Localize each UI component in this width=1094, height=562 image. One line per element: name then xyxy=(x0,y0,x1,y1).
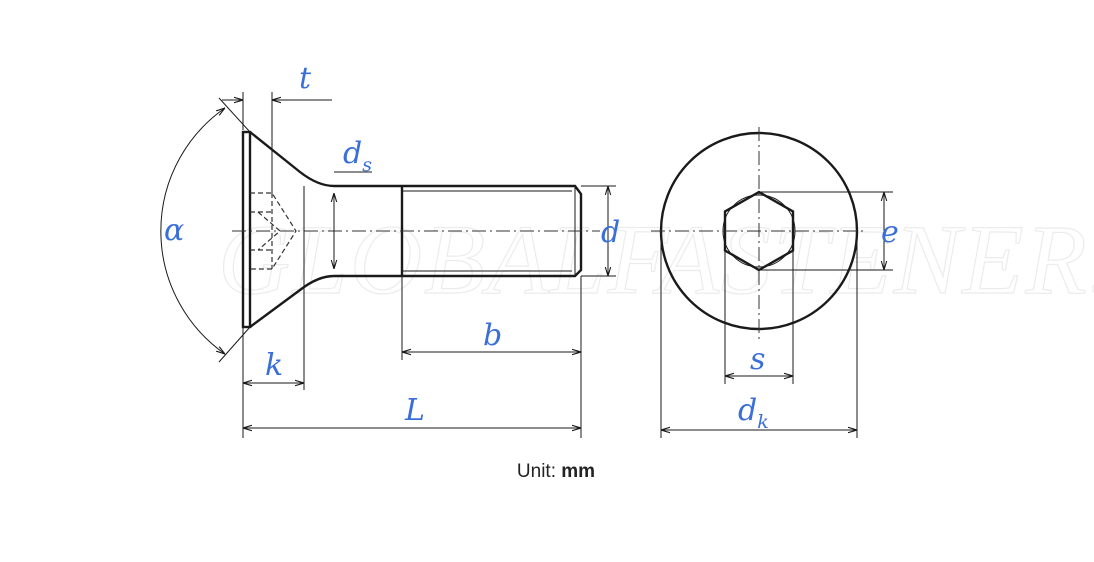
dk-label: dk xyxy=(738,393,769,433)
L-label: L xyxy=(404,393,425,428)
head-face xyxy=(241,130,252,329)
b-label: b xyxy=(483,318,502,353)
alpha-ext-bottom xyxy=(218,326,251,363)
ds-label: ds xyxy=(343,136,372,176)
s-label: s xyxy=(750,342,765,377)
side-view: α t ds d b k L xyxy=(160,61,620,438)
k-label: k xyxy=(265,348,283,383)
unit-value: mm xyxy=(561,461,596,482)
t-label: t xyxy=(299,61,312,96)
hidden-socket xyxy=(250,192,297,270)
end-view: e s dk xyxy=(651,127,899,438)
watermark: GLOBALFASTENER.co xyxy=(218,204,1094,315)
alpha-label: α xyxy=(164,213,184,248)
unit-prefix: Unit: xyxy=(516,461,562,482)
e-label: e xyxy=(881,215,899,250)
alpha-arc xyxy=(160,108,225,354)
d-label: d xyxy=(601,215,620,250)
screw-outline xyxy=(249,131,583,328)
unit-caption: Unit: mm xyxy=(0,461,1094,483)
alpha-ext-top xyxy=(218,97,251,133)
